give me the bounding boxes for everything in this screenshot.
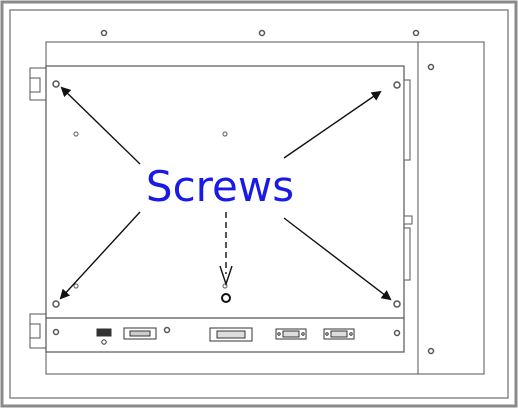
arrow-icon (283, 90, 382, 159)
screw-icon (393, 329, 401, 337)
screw-icon (412, 29, 420, 37)
screw-icon (52, 300, 60, 308)
arrow-icon (60, 86, 141, 165)
screw-icon (222, 131, 228, 137)
side-panel-screws (427, 63, 435, 355)
screw-icon (393, 81, 401, 89)
screw-icon (163, 326, 171, 334)
callout-arrows (59, 86, 392, 301)
screw-icon (73, 283, 79, 289)
main-board (45, 65, 405, 353)
board-right-edge (403, 79, 413, 281)
left-brackets (29, 67, 47, 349)
connector-icon (323, 328, 355, 340)
screw-icon (73, 131, 79, 137)
connector-icon (123, 327, 157, 340)
chassis-top-screws (100, 29, 420, 37)
corner-screws (52, 80, 401, 308)
connector-icon (96, 328, 112, 345)
connector-icon (209, 327, 253, 342)
screw-icon (52, 80, 60, 88)
screw-icon (258, 29, 266, 37)
screw-icon (427, 347, 435, 355)
screw-icon (222, 283, 228, 289)
callout-label: Screws (146, 162, 294, 211)
target-screw-icon (221, 293, 231, 303)
connector-strip (52, 326, 401, 345)
screw-icon (427, 63, 435, 71)
screw-icon (52, 328, 60, 336)
board-small-screws (73, 131, 228, 289)
screw-icon (100, 29, 108, 37)
connector-icon (275, 328, 307, 340)
arrow-icon (59, 211, 141, 300)
screw-icon (393, 300, 401, 308)
arrow-icon (283, 217, 392, 301)
arrow-icon (219, 265, 233, 287)
